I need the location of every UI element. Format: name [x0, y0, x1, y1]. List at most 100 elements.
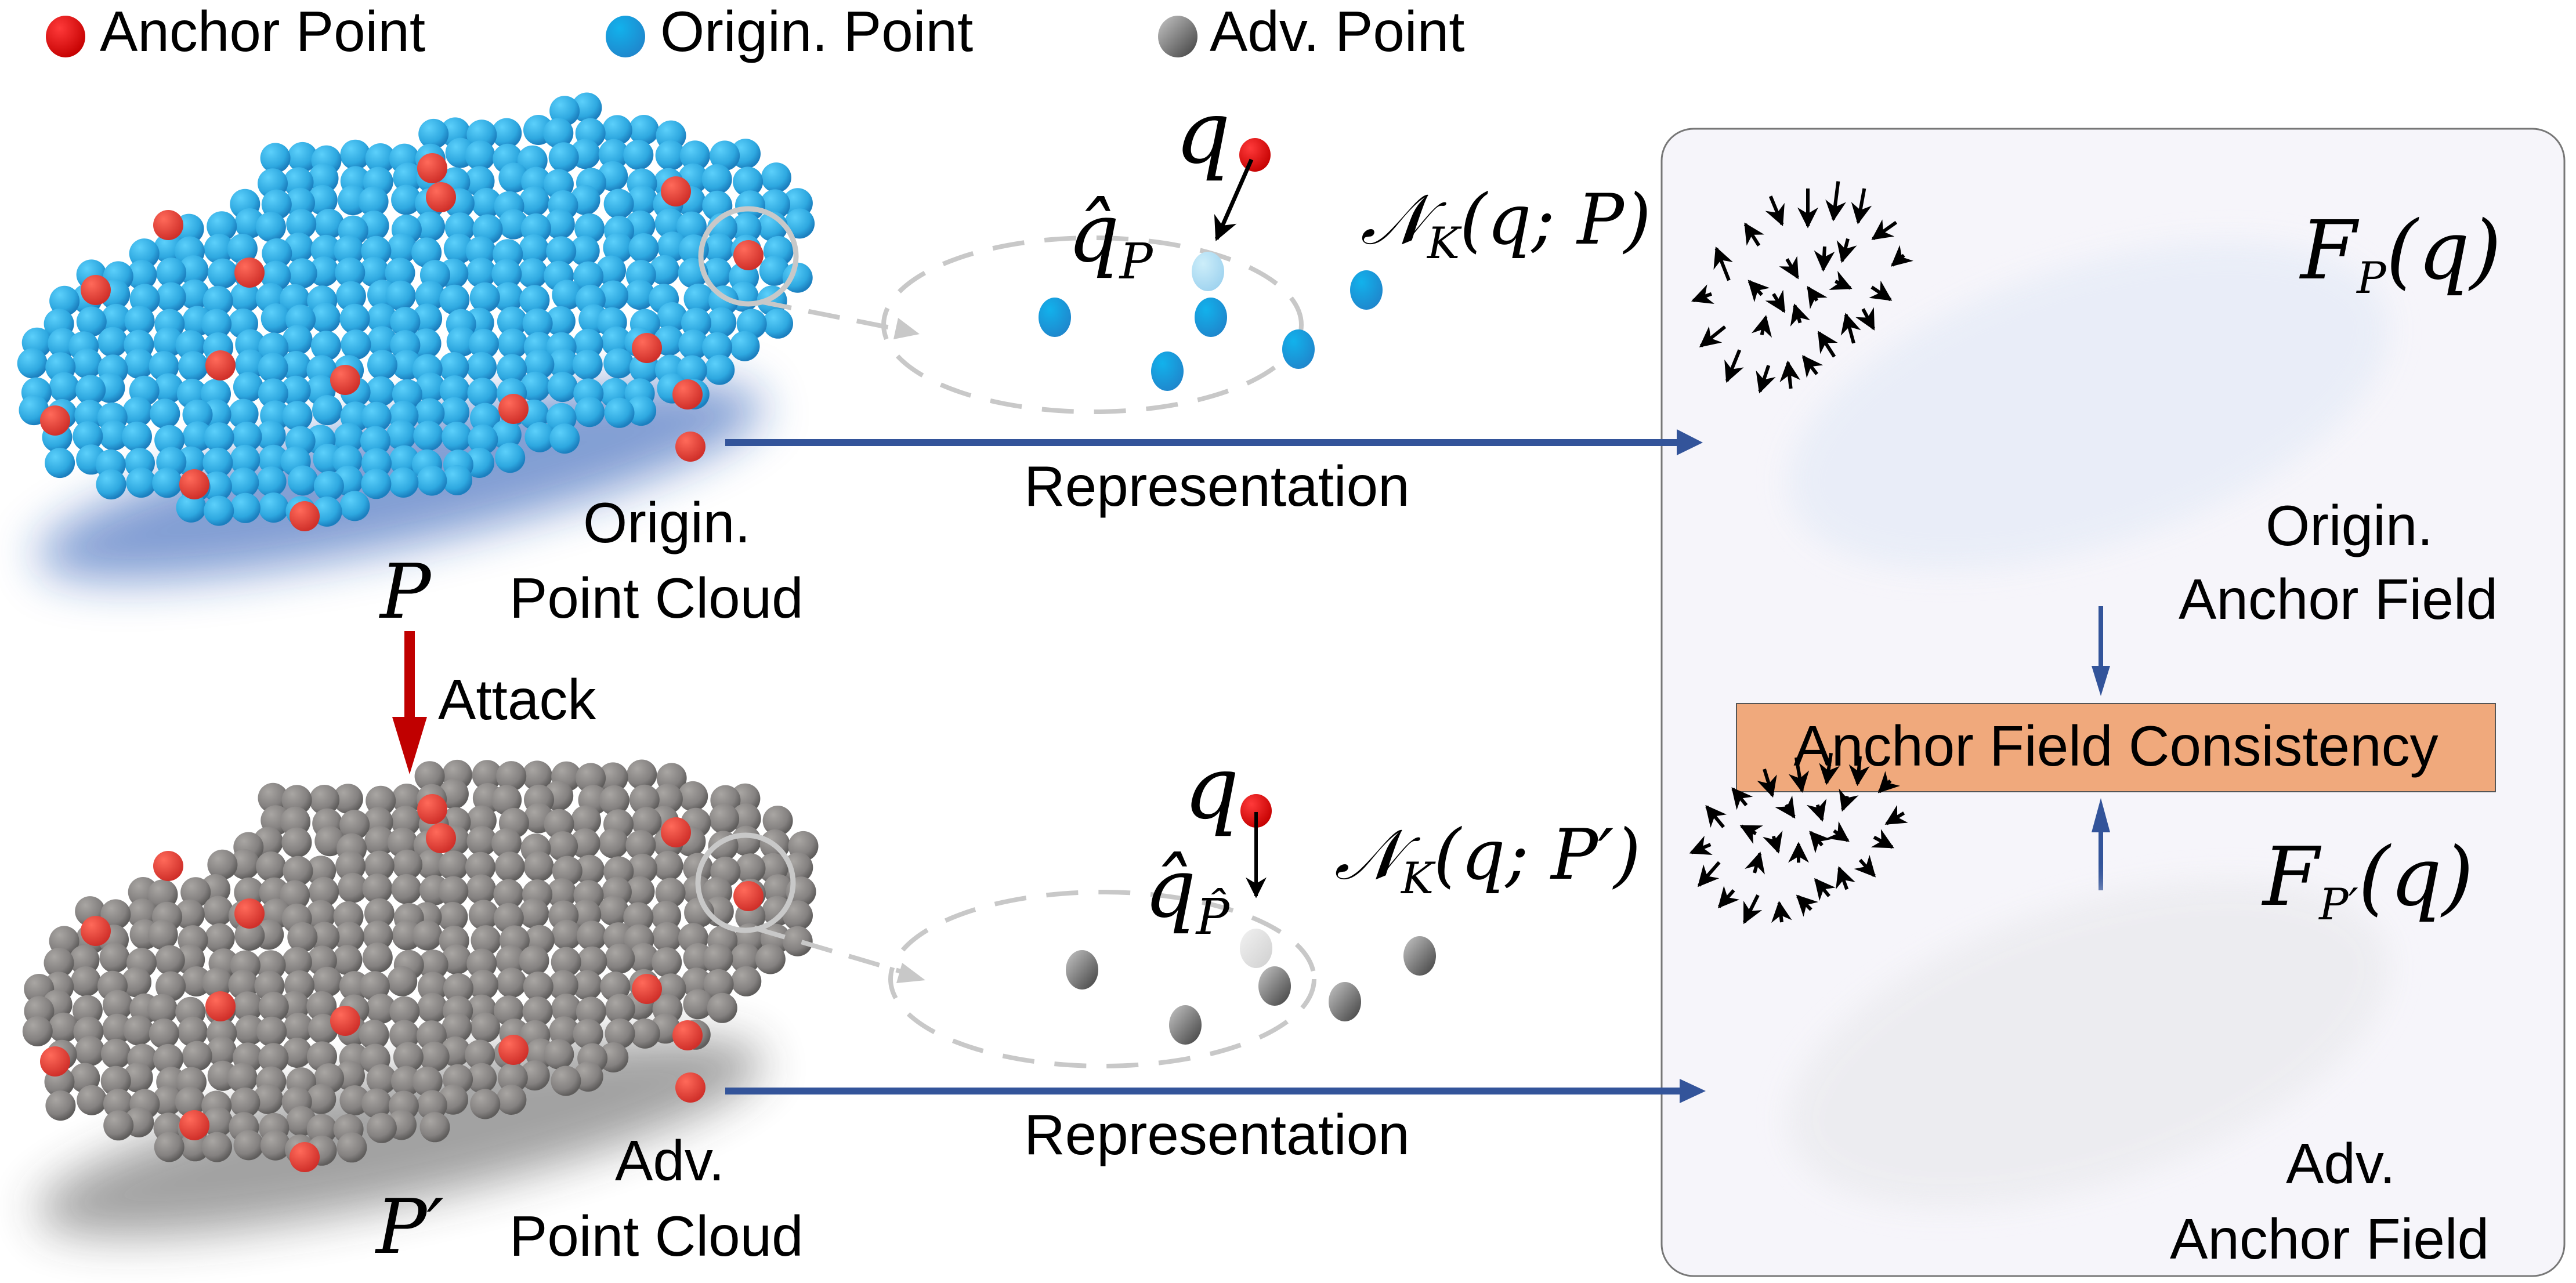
representation-label-origin: Representation — [1024, 454, 1410, 518]
cloud-point — [233, 1130, 264, 1161]
anchor-point — [234, 258, 265, 288]
cloud-point — [339, 303, 370, 334]
field-arrow — [1871, 829, 1894, 849]
cloud-point — [313, 471, 344, 501]
field-arrow — [1890, 245, 1913, 267]
anchor-point — [179, 469, 209, 499]
cloud-point — [678, 781, 708, 811]
cloud-point — [466, 874, 497, 905]
cloud-point — [546, 236, 577, 267]
cloud-point — [783, 900, 813, 931]
legend-label-origin: Origin. Point — [660, 0, 973, 63]
field-arrow — [1713, 246, 1733, 281]
origin-cloud-label-line1: Origin. — [583, 491, 751, 554]
cloud-point — [306, 991, 337, 1021]
field-arrow — [1751, 315, 1772, 338]
cloud-point — [310, 331, 341, 361]
field-text-adv-line1: Adv. — [2286, 1132, 2396, 1195]
field-arrow — [1757, 769, 1777, 798]
cloud-point — [414, 398, 445, 429]
cloud-point — [519, 285, 550, 316]
cloud-point — [387, 966, 418, 996]
cloud-point — [577, 946, 607, 977]
cloud-point — [520, 371, 551, 402]
cloud-point — [519, 186, 549, 217]
cloud-point — [417, 972, 448, 1002]
field-arrow — [1806, 799, 1827, 822]
cloud-point — [439, 397, 470, 427]
cloud-point — [624, 876, 655, 907]
cloud-point — [286, 209, 317, 240]
cloud-point — [598, 896, 629, 926]
cloud-point — [232, 991, 263, 1022]
cloud-point — [367, 303, 397, 334]
cloud-point — [255, 421, 286, 451]
anchor-point — [498, 1035, 529, 1065]
cloud-point — [76, 306, 107, 337]
neighborhood-ellipse-adv — [888, 890, 1316, 1068]
adv-point-cloud — [22, 759, 819, 1237]
anchor-point — [632, 974, 662, 1004]
cloud-point — [152, 1085, 183, 1116]
cloud-point — [573, 261, 604, 292]
cloud-point — [545, 306, 576, 336]
anchor-point — [40, 405, 70, 436]
cloud-point — [627, 853, 658, 884]
field-arrow — [1807, 286, 1828, 309]
cloud-point — [731, 213, 762, 244]
cloud-point — [491, 259, 522, 289]
cloud-point — [703, 943, 733, 974]
field-arrow — [1689, 835, 1713, 856]
cloud-point — [574, 854, 605, 885]
cloud-point — [543, 118, 574, 148]
cloud-point — [287, 258, 317, 289]
cloud-point — [282, 401, 313, 432]
anchor-point — [632, 333, 662, 363]
cloud-point — [97, 327, 128, 357]
cloud-point — [603, 348, 634, 379]
cloud-point — [154, 425, 185, 455]
cloud-point — [598, 139, 629, 169]
field-arrow — [1809, 831, 1831, 854]
cloud-point — [361, 401, 392, 432]
cloud-point — [710, 140, 740, 171]
cloud-point — [519, 1060, 550, 1091]
cloud-point — [598, 280, 628, 311]
cloud-point — [418, 118, 449, 149]
cloud-point — [126, 260, 157, 291]
cloud-point — [228, 398, 259, 429]
cloud-point — [494, 995, 524, 1026]
cloud-point — [730, 803, 761, 834]
cloud-point — [365, 143, 396, 173]
cloud-point — [605, 943, 635, 974]
cloud-point — [312, 966, 343, 997]
field-arrow — [1796, 894, 1818, 917]
cloud-point — [282, 1038, 312, 1068]
cloud-point — [178, 351, 209, 382]
anchor-point — [661, 817, 691, 847]
field-arrow — [1743, 222, 1764, 247]
cloud-point — [628, 115, 659, 145]
cloud-point — [204, 495, 234, 526]
anchor-point — [426, 182, 456, 212]
legend-item-anchor: Anchor Point — [46, 0, 425, 63]
cloud-point — [230, 282, 261, 313]
cloud-point — [309, 785, 340, 815]
cloud-point — [309, 256, 339, 287]
cloud-point — [45, 448, 75, 479]
field-arrow — [1829, 270, 1853, 290]
cloud-point — [439, 375, 470, 406]
cloud-point — [605, 1019, 635, 1049]
cloud-point — [178, 255, 209, 286]
cloud-point — [281, 947, 312, 977]
anchor-point — [234, 898, 265, 929]
cloud-point — [234, 877, 265, 908]
cloud-point — [256, 466, 287, 497]
cloud-point — [493, 879, 524, 909]
cloud-point — [652, 784, 683, 814]
adv-anchor-field — [1689, 752, 2390, 1208]
adv-cloud-label-line2: Point Cloud — [509, 1204, 804, 1268]
cloud-point — [603, 189, 634, 219]
cloud-point — [122, 421, 152, 452]
